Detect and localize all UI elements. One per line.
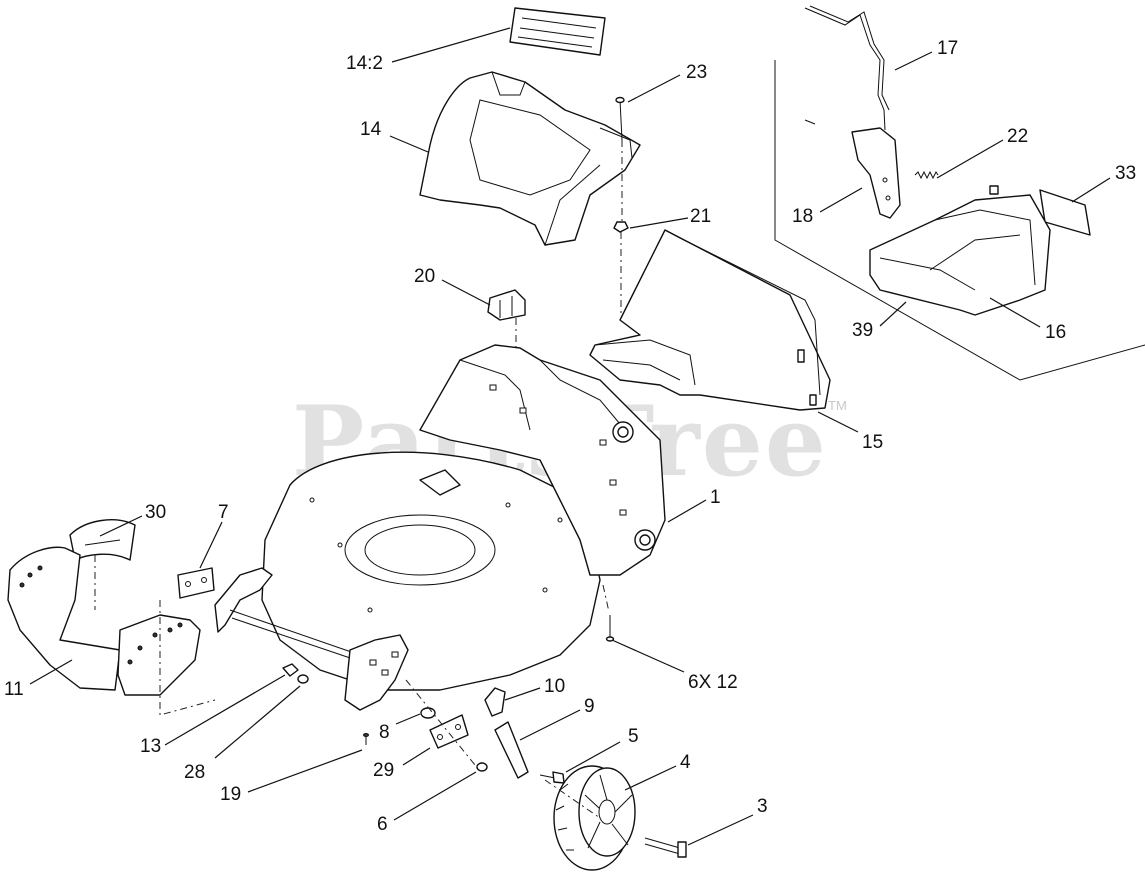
bolt-6x12[interactable] [605,615,615,642]
bracket-9[interactable] [494,721,529,779]
watermark-trademark: TM [828,398,847,413]
callout-21: 21 [690,206,711,227]
decal-30[interactable] [69,519,136,561]
mower-deck-part[interactable] [261,451,601,691]
screw-23[interactable] [615,96,625,141]
washer-6[interactable] [476,762,488,772]
wheel-4[interactable] [553,765,636,871]
callout-16: 16 [1045,322,1066,343]
height-adjuster-left[interactable] [214,567,273,633]
callout-29: 29 [373,760,394,781]
callout-22: 22 [1007,126,1028,147]
callout-8: 8 [379,722,390,743]
washer-8[interactable] [420,707,436,719]
callout-20: 20 [414,266,435,287]
screw-19[interactable] [363,733,369,746]
plate-7[interactable] [177,567,215,599]
callout-28: 28 [184,762,205,783]
front-shield-11[interactable] [7,546,201,696]
callout-33: 33 [1115,163,1136,184]
rear-flap-16[interactable] [869,185,1051,316]
decal-part[interactable] [509,7,606,56]
callout-3: 3 [757,796,768,817]
callout-17: 17 [937,38,958,59]
washer-28[interactable] [297,674,309,684]
bracket-18[interactable] [851,127,901,219]
callout-4: 4 [680,752,691,773]
callout-39: 39 [852,320,873,341]
callout-30: 30 [145,502,166,523]
callout-1: 1 [710,487,721,508]
bolt-5[interactable] [539,771,565,784]
callout-14: 14 [360,119,382,140]
callout-18: 18 [792,206,813,227]
deck-rear-housing[interactable] [419,344,666,576]
callout-6x12: 6X 12 [688,672,738,693]
rod-17[interactable] [804,7,886,131]
clip-20[interactable] [487,289,526,321]
pin [804,119,816,125]
nut-13[interactable] [282,663,299,677]
callout-7: 7 [218,502,229,523]
rear-cover-part[interactable] [419,71,641,246]
height-adjuster-right[interactable] [344,634,409,711]
axle-rod [229,609,361,656]
bolt-3[interactable] [644,837,687,858]
callout-14-2: 14:2 [346,53,383,74]
nut-21[interactable] [613,221,629,233]
callout-23: 23 [686,62,707,83]
callout-19: 19 [220,784,241,805]
callout-5: 5 [628,726,639,747]
callout-6: 6 [377,814,388,835]
spring-22[interactable] [914,170,939,180]
knob-10[interactable] [484,687,506,717]
grass-chute-part[interactable] [589,229,831,411]
callout-9: 9 [584,696,595,717]
callout-10: 10 [544,676,565,697]
callout-15: 15 [862,432,883,453]
plate-29[interactable] [429,714,469,749]
callout-13: 13 [140,736,161,757]
label-33[interactable] [1039,189,1091,236]
callout-11: 11 [4,679,24,700]
